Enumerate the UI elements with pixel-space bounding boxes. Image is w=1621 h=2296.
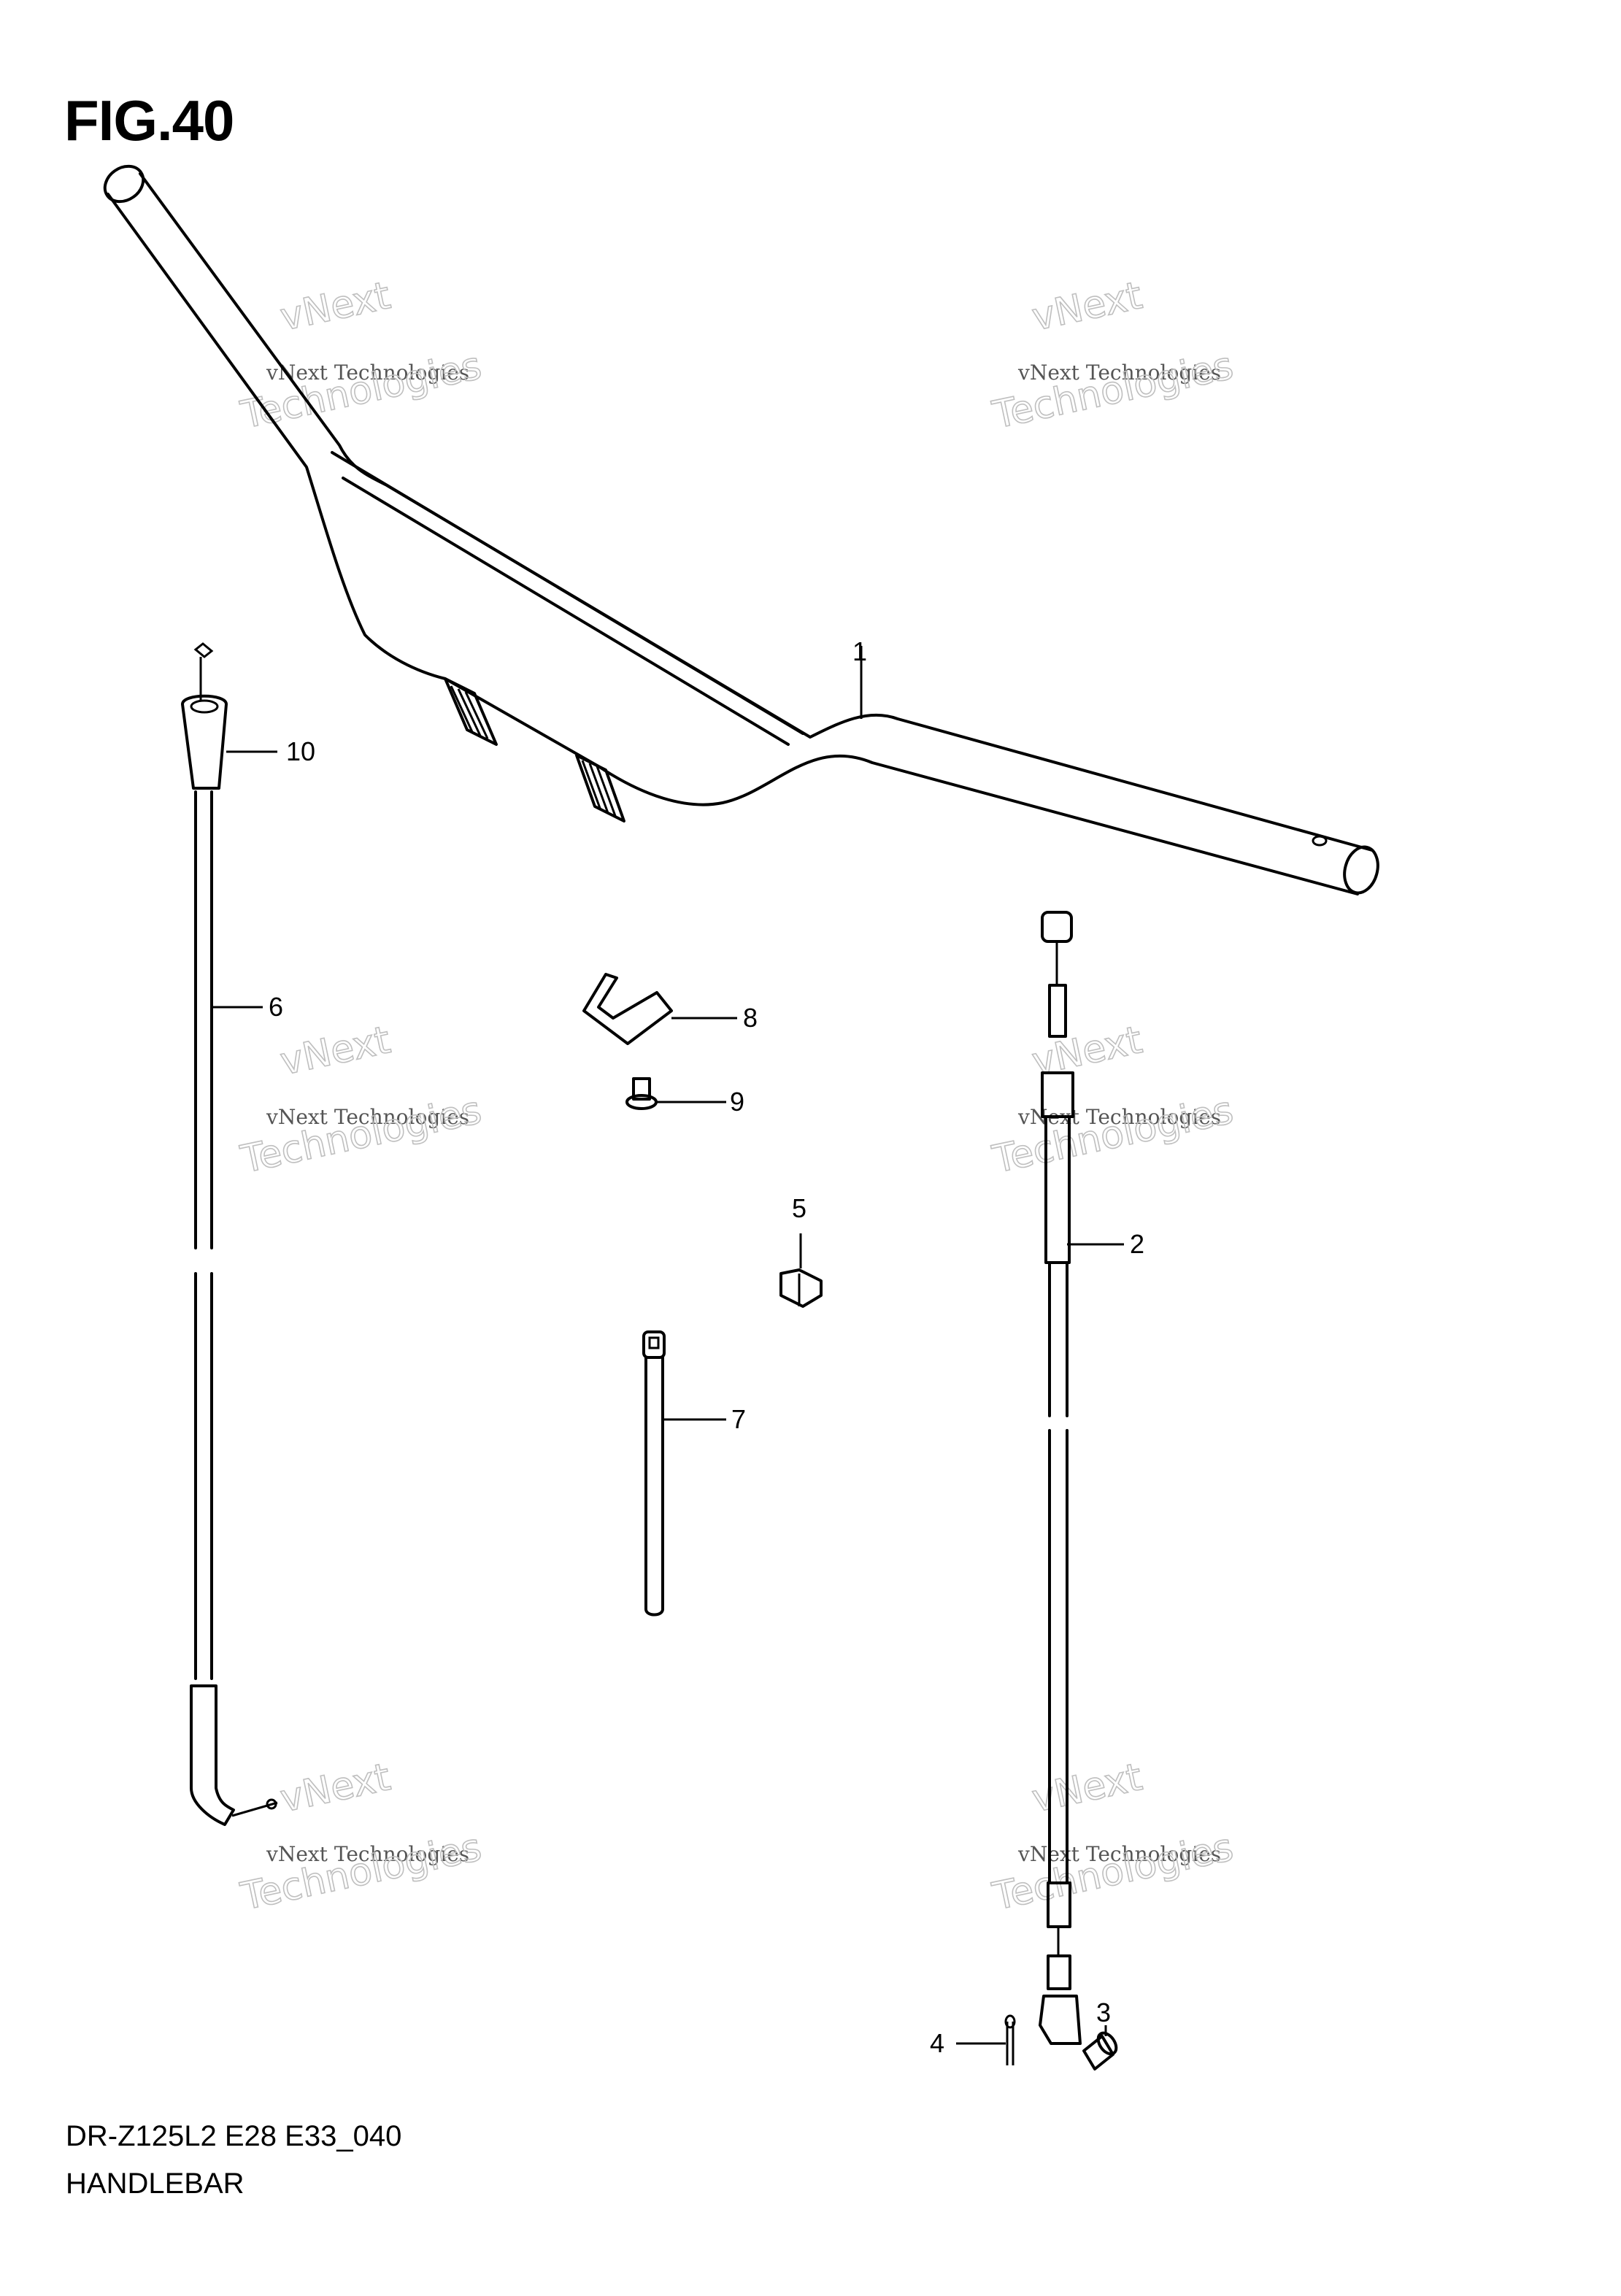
svg-text:Technologies: Technologies (237, 1088, 485, 1182)
clevis-pin-part: 3 (1082, 1998, 1118, 2070)
watermark-mid-left: vNext vNext Technologies Technologies (236, 1017, 486, 1182)
clutch-cable-part: 2 (1039, 911, 1144, 2045)
svg-text:vNext: vNext (1028, 1755, 1146, 1821)
fwd-label: FWD (187, 1909, 231, 1944)
watermark-bottom-right: vNext vNext Technologies Technologies (988, 1754, 1238, 1919)
callout-8: 8 (743, 1003, 758, 1033)
svg-text:Technologies: Technologies (989, 1088, 1237, 1182)
knurl-right (575, 754, 625, 823)
svg-text:vNext: vNext (277, 1755, 394, 1821)
model-code: DR-Z125L2 E28 E33_040 (66, 2120, 402, 2152)
watermark-bottom-left: vNext vNext Technologies Technologies (236, 1754, 486, 1919)
callout-10: 10 (286, 736, 315, 766)
handlebar-part: 1 (103, 164, 1379, 895)
callout-5: 5 (792, 1193, 806, 1223)
callout-4: 4 (930, 2028, 944, 2058)
callout-9: 9 (730, 1087, 744, 1117)
svg-text:vNext Technologies: vNext Technologies (266, 1105, 469, 1129)
cable-clip-part: 5 (779, 1193, 823, 1308)
svg-text:vNext Technologies: vNext Technologies (266, 1842, 469, 1866)
callout-7: 7 (731, 1404, 746, 1434)
svg-text:vNext Technologies: vNext Technologies (266, 361, 469, 385)
bolt-part: 9 (625, 1077, 744, 1117)
svg-text:vNext: vNext (1028, 274, 1146, 339)
callout-3: 3 (1096, 1998, 1111, 2027)
svg-text:Technologies: Technologies (989, 344, 1237, 437)
watermark-mid-right: vNext vNext Technologies Technologies (988, 1017, 1238, 1182)
throttle-cable-part: 10 6 (181, 642, 315, 1826)
cable-tie-part: 7 (642, 1330, 746, 1617)
svg-text:vNext: vNext (277, 274, 394, 339)
svg-text:vNext Technologies: vNext Technologies (1017, 361, 1221, 385)
svg-text:Technologies: Technologies (989, 1825, 1237, 1919)
cotter-pin-part: 4 (930, 2014, 1016, 2065)
cable-clamp-part: 8 (582, 973, 758, 1045)
figure-title: FIG.40 (64, 88, 234, 153)
callout-2: 2 (1130, 1229, 1144, 1259)
watermark-top-left: vNext vNext Technologies Technologies (236, 273, 486, 438)
knurl-left (444, 677, 498, 746)
callout-1: 1 (852, 636, 867, 666)
callout-6: 6 (269, 992, 283, 1022)
assembly-name: HANDLEBAR (66, 2168, 245, 2200)
watermark-top-right: vNext vNext Technologies Technologies (988, 273, 1238, 438)
svg-text:vNext Technologies: vNext Technologies (1017, 1842, 1221, 1866)
svg-text:Technologies: Technologies (237, 1825, 485, 1919)
svg-text:vNext: vNext (277, 1018, 394, 1084)
